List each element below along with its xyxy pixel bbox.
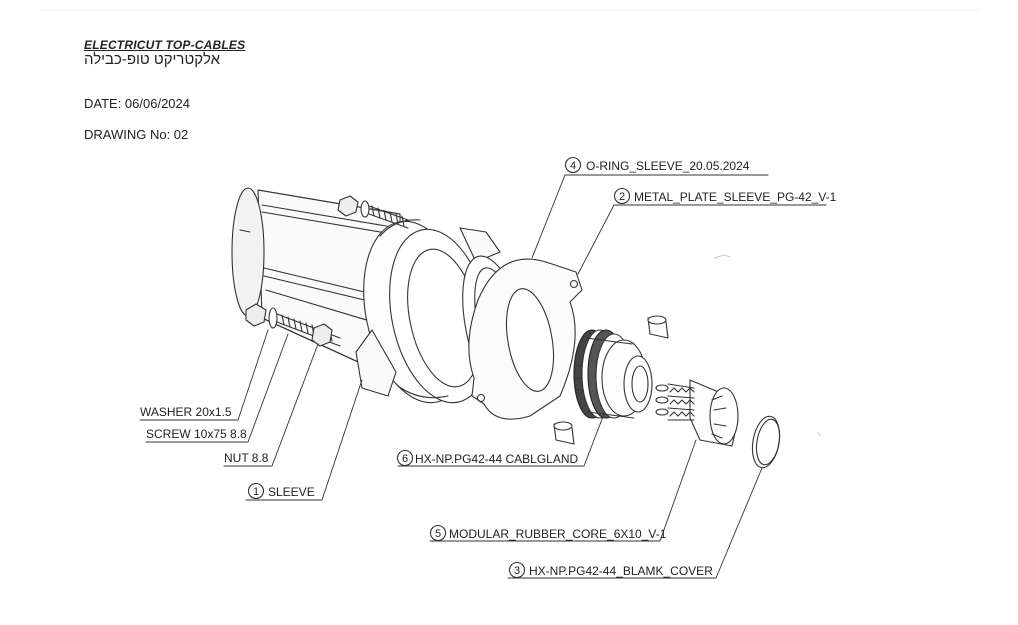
callout-number-circle <box>247 482 265 500</box>
callout-label: O-RING_SLEEVE_20.05.2024 <box>586 159 750 173</box>
callout-number: 1 <box>253 486 259 498</box>
callout-label: SLEEVE <box>268 485 315 499</box>
callout-washer: WASHER 20x1.5 <box>140 405 232 419</box>
callout-rubber-core: 5 MODULAR_RUBBER_CORE_6X10_V-1 <box>429 524 667 542</box>
callout-label: METAL_PLATE_SLEEVE_PG-42_V-1 <box>634 190 837 204</box>
callout-label: HX-NP.PG42-44_BLAMK_COVER <box>529 564 713 578</box>
lower-bolt-assembly <box>245 303 341 347</box>
callout-number-circle <box>613 187 631 205</box>
callout-label: WASHER 20x1.5 <box>140 405 232 419</box>
callout-o-ring: 4 O-RING_SLEEVE_20.05.2024 <box>564 156 750 174</box>
title-block: ELECTRICUT TOP-CABLES אלקטריקט טופ-כבילה <box>84 38 245 68</box>
drawing-date: DATE: 06/06/2024 <box>84 96 190 111</box>
upper-bolt-assembly <box>337 195 409 229</box>
leader-lines <box>139 174 827 579</box>
callout-number: 2 <box>619 191 625 203</box>
callout-number-circle <box>429 524 447 542</box>
callout-number: 3 <box>514 565 520 577</box>
callout-sleeve: 1 SLEEVE <box>247 482 315 500</box>
blank-cover-part <box>751 415 781 469</box>
callout-cablegland: 6 HX-NP.PG42-44 CABLGLAND <box>396 449 579 467</box>
callout-number-circle <box>564 156 582 174</box>
scan-marks <box>39 9 981 437</box>
callout-number: 6 <box>402 453 408 465</box>
title-english: ELECTRICUT TOP-CABLES <box>84 38 246 52</box>
callout-label: MODULAR_RUBBER_CORE_6X10_V-1 <box>449 527 667 541</box>
drawing-number: DRAWING No: 02 <box>84 127 189 142</box>
callout-number: 4 <box>570 160 576 172</box>
callout-nut: NUT 8.8 <box>224 451 269 465</box>
callout-number-circle <box>508 561 526 579</box>
callout-number-circle <box>396 449 414 467</box>
spacer-pieces <box>553 315 669 445</box>
rubber-core-part <box>655 379 739 447</box>
callout-screw: SCREW 10x75 8.8 <box>146 427 247 441</box>
sleeve-part <box>231 187 501 404</box>
title-hebrew: אלקטריקט טופ-כבילה <box>84 51 221 68</box>
metal-plate-part <box>468 258 583 420</box>
callout-label: SCREW 10x75 8.8 <box>146 427 247 441</box>
cablegland-part <box>573 329 653 419</box>
callout-number: 5 <box>435 528 441 540</box>
callout-blank-cover: 3 HX-NP.PG42-44_BLAMK_COVER <box>508 561 713 579</box>
callout-metal-plate: 2 METAL_PLATE_SLEEVE_PG-42_V-1 <box>613 187 837 205</box>
callout-label: NUT 8.8 <box>224 451 269 465</box>
callout-label: HX-NP.PG42-44 CABLGLAND <box>415 452 579 466</box>
